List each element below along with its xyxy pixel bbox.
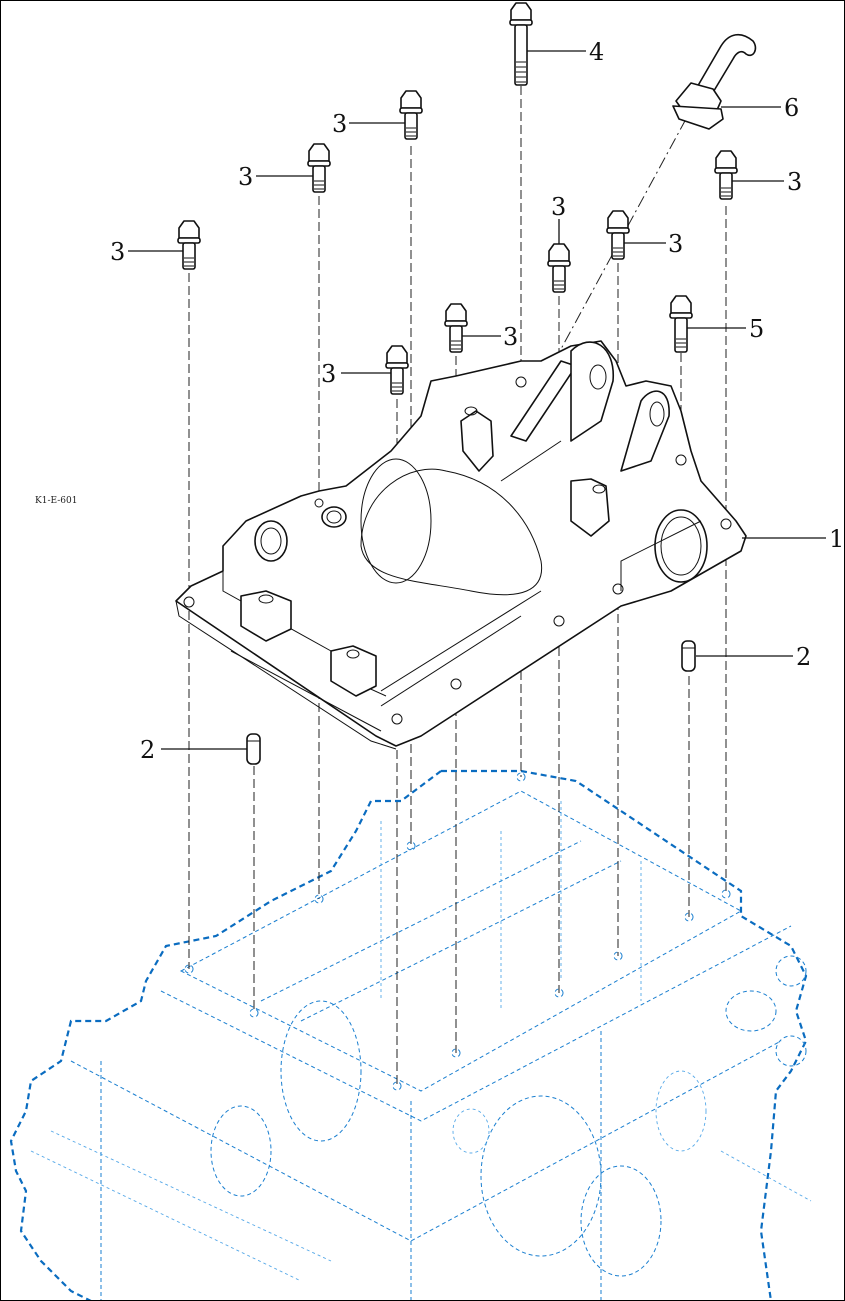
callout-3: 3 xyxy=(787,168,803,196)
callout-3: 3 xyxy=(110,238,126,266)
dowel-pin-2a xyxy=(246,733,261,765)
callout-3: 3 xyxy=(668,230,684,258)
callout-1: 1 xyxy=(829,525,845,553)
leader-lines xyxy=(128,50,826,750)
callout-3: 3 xyxy=(332,110,348,138)
callout-3: 3 xyxy=(551,193,567,221)
callout-2: 2 xyxy=(796,643,812,671)
upper-cover xyxy=(175,340,747,750)
callout-3: 3 xyxy=(321,360,337,388)
bolt-3e xyxy=(606,210,630,260)
bolt-3b xyxy=(307,143,331,193)
bolt-3f xyxy=(547,243,571,293)
breather-fitting-6 xyxy=(672,33,757,130)
crankcase-phantom xyxy=(9,769,812,1300)
bolt-3g xyxy=(444,303,468,353)
bolt-3d xyxy=(714,150,738,200)
bolt-3h xyxy=(385,345,409,395)
bolt-4-long xyxy=(509,2,533,86)
bolt-3a xyxy=(177,220,201,270)
bolt-3c xyxy=(399,90,423,140)
callout-3: 3 xyxy=(503,323,519,351)
bolt-5 xyxy=(669,295,693,353)
callout-2: 2 xyxy=(140,736,156,764)
dowel-pin-2b xyxy=(681,640,696,672)
callout-3: 3 xyxy=(238,163,254,191)
callout-5: 5 xyxy=(749,315,765,343)
callout-4: 4 xyxy=(589,38,605,66)
callout-6: 6 xyxy=(784,94,800,122)
figure-code: K1-E-601 xyxy=(35,496,78,506)
